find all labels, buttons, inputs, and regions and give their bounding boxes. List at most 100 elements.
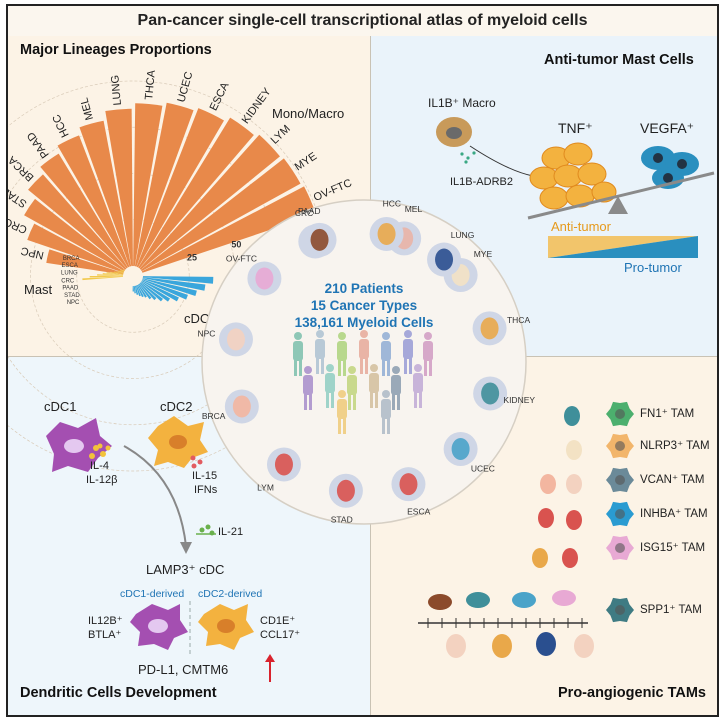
mast-category-label: PAAD	[62, 286, 79, 292]
mono-bar	[27, 223, 125, 273]
cancer-organ-icon	[369, 216, 404, 251]
cdc-bar	[137, 284, 147, 298]
cancer-type-label: HCC	[383, 199, 401, 209]
right-marker-2: CCL17⁺	[260, 629, 301, 641]
cancer-organ-icon	[218, 322, 253, 357]
cdc-bar	[133, 285, 136, 294]
mono-category-label: NPC	[20, 244, 45, 261]
mono-bar	[24, 198, 126, 272]
cancer-type-label: BRCA	[202, 411, 226, 421]
patient-icon	[359, 330, 369, 374]
mono-category-label: LUNG	[109, 74, 124, 105]
mono-bar	[57, 135, 130, 268]
patient-icon	[413, 364, 423, 408]
patient-icon	[347, 366, 357, 410]
cdc-bar	[142, 278, 197, 297]
organ-icon	[566, 474, 582, 494]
mast-bar	[122, 269, 125, 272]
axis-tick-label: 50	[231, 239, 241, 249]
il21-label: IL-21	[218, 526, 244, 538]
mast-bar	[102, 273, 124, 276]
cancer-organ-icon	[328, 473, 363, 508]
cdc-bar	[136, 284, 144, 298]
mast-category-label: BRCA	[63, 256, 80, 262]
mast-category-label: CRC	[61, 278, 75, 284]
mono-bar	[139, 134, 280, 270]
organ-icon	[512, 592, 536, 608]
mast-category-label: STAD	[64, 293, 80, 299]
organ-icon	[540, 474, 556, 494]
organ-icon	[492, 634, 512, 658]
figure-title: Pan-cancer single-cell transcriptional a…	[137, 12, 588, 29]
cdc-bar	[140, 282, 163, 302]
mast-bar	[120, 270, 124, 273]
tam-type-label: ISG15⁺ TAM	[640, 542, 706, 554]
cdc-bar	[134, 285, 139, 295]
patient-icon	[381, 332, 391, 376]
lineage-label-mast: Mast	[24, 282, 53, 297]
tam-cell-icon	[606, 501, 634, 527]
mono-bar	[105, 108, 133, 267]
patient-icon	[337, 390, 347, 434]
tam-cell-icon	[606, 433, 634, 459]
mono-bar	[46, 249, 124, 275]
mast-bar	[114, 271, 124, 275]
patient-icon	[325, 364, 335, 408]
tnf-mast-cluster	[529, 142, 617, 210]
mono-bar	[40, 153, 128, 269]
cell-count: 138,161 Myeloid Cells	[294, 315, 434, 330]
cancer-type-label: KIDNEY	[503, 395, 535, 405]
mast-bar	[118, 270, 124, 273]
cdc2-label: cDC2	[160, 399, 193, 414]
mast-category-label: ESCA	[62, 263, 78, 269]
mast-category-label: NPC	[67, 300, 80, 306]
lineage-label-cdc: cDC	[184, 311, 210, 326]
cdc-bar	[141, 281, 171, 302]
cancer-organ-icon	[473, 376, 508, 411]
lamp3-cdc2-cell-icon	[198, 604, 254, 650]
cdc-bar	[141, 280, 179, 302]
cancer-organ-icon	[224, 389, 259, 424]
mast-bar	[110, 271, 124, 275]
cancer-type-label: ESCA	[407, 507, 430, 517]
cancer-organ-icon	[427, 242, 462, 277]
section-title-dc: Dendritic Cells Development	[20, 685, 217, 701]
organ-icon	[536, 632, 556, 656]
cancer-type-label: THCA	[507, 315, 530, 325]
cdc-bar	[135, 285, 141, 297]
section-title-mast: Anti-tumor Mast Cells	[544, 52, 694, 68]
mast-bar	[118, 271, 124, 274]
mono-bar	[79, 120, 132, 267]
patient-icon	[293, 332, 303, 376]
right-marker-1: CD1E⁺	[260, 615, 296, 627]
patient-count: 210 Patients	[324, 281, 404, 296]
organ-icon	[446, 634, 466, 658]
cancer-organ-icon	[266, 447, 301, 482]
mast-bar	[106, 272, 124, 275]
tam-cell-icon	[606, 467, 634, 493]
organ-icon	[552, 590, 576, 606]
cancer-organ-icon	[472, 311, 507, 346]
vegfa-label: VEGFA⁺	[640, 120, 695, 136]
cdc1-derived-label: cDC1-derived	[120, 588, 185, 600]
mast-bar	[123, 269, 125, 271]
tam-cell-icon	[606, 401, 634, 427]
patient-icon	[337, 332, 347, 376]
cancer-type-count: 15 Cancer Types	[310, 298, 418, 313]
organ-icon	[566, 510, 582, 530]
cdc2-cell-icon	[148, 416, 208, 468]
left-marker-2: BTLA⁺	[88, 629, 122, 641]
cancer-type-label: CRC	[295, 208, 313, 218]
cancer-type-label: MYE	[474, 249, 493, 259]
mono-bar	[28, 174, 127, 270]
cdc2-cytokine-2: IFNs	[194, 484, 218, 496]
section-title-tams: Pro-angiogenic TAMs	[558, 685, 706, 701]
tnf-label: TNF⁺	[558, 120, 593, 136]
checkpoint-label: PD-L1, CMTM6	[138, 662, 229, 677]
cdc-bar	[142, 277, 206, 291]
cancer-organ-icon	[302, 222, 337, 257]
mono-bar	[134, 102, 194, 267]
tam-type-label: FN1⁺ TAM	[640, 408, 695, 420]
organ-icon	[466, 592, 490, 608]
